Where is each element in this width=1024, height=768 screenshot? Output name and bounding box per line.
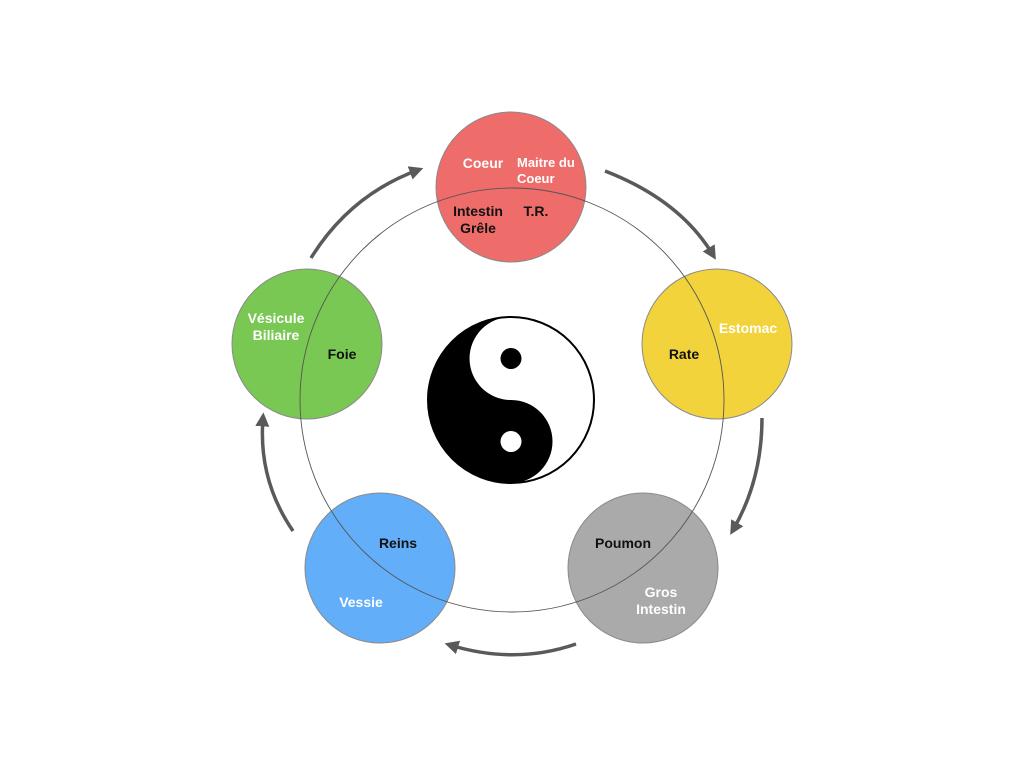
label-gros-intestin: Gros Intestin xyxy=(636,584,686,617)
label-estomac: Estomac xyxy=(718,320,778,336)
arrow-metal-to-water xyxy=(444,640,577,657)
label-poumon: Poumon xyxy=(595,535,651,551)
label-vesicule-biliaire: Vésicule Biliaire xyxy=(247,310,305,343)
fire-element-circle xyxy=(435,111,587,263)
label-vessie: Vessie xyxy=(339,594,383,610)
cycle-ring xyxy=(299,187,725,613)
cycle-arrows xyxy=(255,166,764,657)
metal-element-circle xyxy=(567,492,719,644)
wood-element-circle xyxy=(231,268,383,420)
label-maitre-du-coeur: Maitre du Coeur xyxy=(517,155,575,186)
label-coeur: Coeur xyxy=(462,155,504,171)
label-foie: Foie xyxy=(327,346,357,362)
arrow-fire-to-earth xyxy=(604,169,716,260)
arrow-wood-to-fire xyxy=(309,166,424,259)
label-reins: Reins xyxy=(378,535,418,551)
label-intestin-grele: Intestin Grêle xyxy=(453,203,503,236)
yin-yang-icon xyxy=(427,316,595,484)
earth-element-circle xyxy=(641,268,793,420)
water-element-circle xyxy=(304,492,456,644)
arrow-earth-to-metal xyxy=(730,417,764,535)
label-tr: T.R. xyxy=(523,203,549,219)
label-rate: Rate xyxy=(668,346,700,362)
arrow-water-to-wood xyxy=(255,412,295,532)
